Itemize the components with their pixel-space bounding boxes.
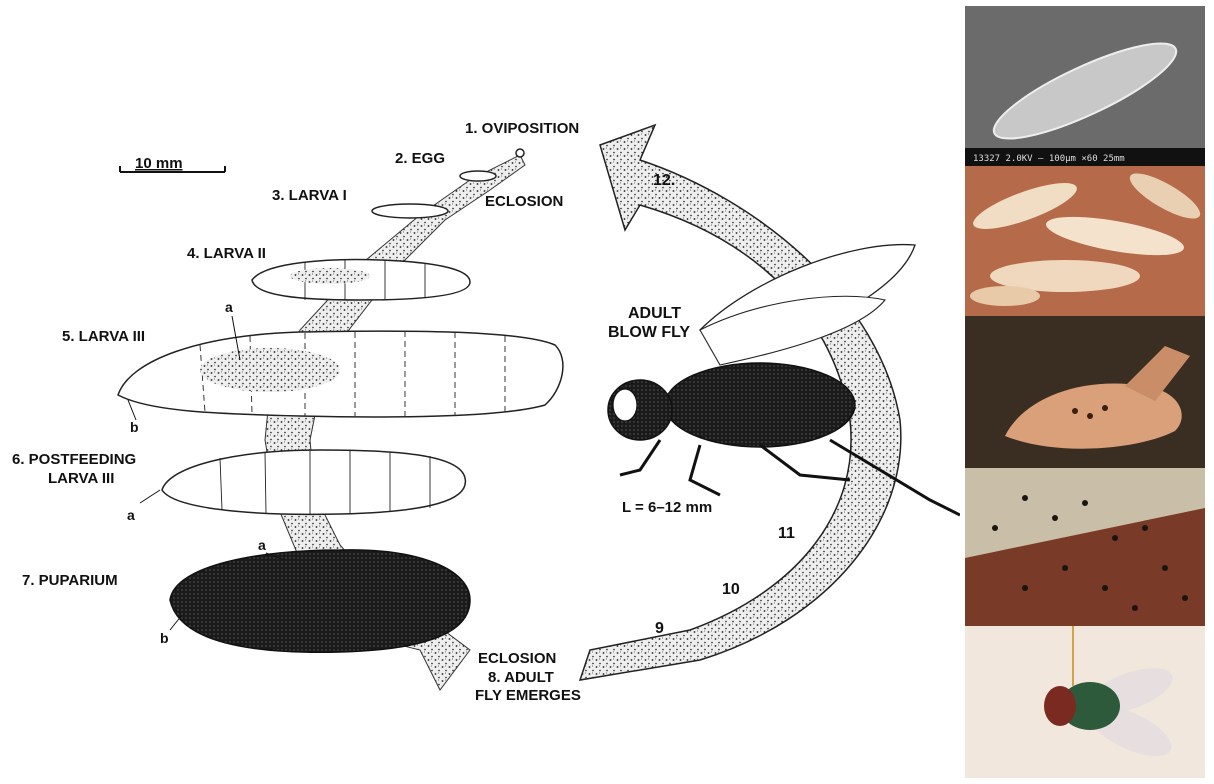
adult-blow-fly-illustration [608, 245, 960, 515]
adult-length-label: L = 6–12 mm [622, 499, 712, 516]
larva-3-label: 5. LARVA III [62, 328, 145, 345]
postfeeding-label-line2: LARVA III [48, 470, 114, 487]
life-cycle-diagram: 10 mm 1. OVIPOSITION 2. EGG ECLOSION 3. … [0, 0, 960, 784]
micrograph-caption: 13327 2.0KV — 100µm ×60 25mm [973, 154, 1125, 164]
larva-3-marker-b: b [130, 419, 139, 435]
photo-strip: 13327 2.0KV — 100µm ×60 25mm [965, 6, 1205, 778]
oviposition-label: 1. OVIPOSITION [465, 120, 579, 137]
green-blow-fly-photo [965, 626, 1205, 778]
adult-label-line2: BLOW FLY [608, 324, 690, 341]
larva-3-illustration [118, 331, 563, 417]
egg-illustration [460, 171, 496, 181]
puparium-marker-b: b [160, 630, 169, 646]
scale-bar-label: 10 mm [135, 155, 183, 172]
puparium-label: 7. PUPARIUM [22, 572, 118, 589]
egg-micrograph-photo: 13327 2.0KV — 100µm ×60 25mm [965, 6, 1205, 166]
eclosion-top-label: ECLOSION [485, 193, 563, 210]
scale-bar: 10 mm [120, 155, 225, 172]
hand-with-pupae-photo [965, 316, 1205, 468]
larva-3-marker-a: a [225, 299, 233, 315]
oviposition-egg-dot [516, 149, 524, 157]
larva-1-illustration [372, 204, 448, 218]
puparium-marker-a: a [258, 537, 266, 553]
arrow-number-10: 10 [722, 581, 740, 598]
maggots-photo [965, 166, 1205, 316]
arrow-number-12: 12. [653, 172, 675, 189]
egg-label: 2. EGG [395, 150, 445, 167]
eclosion-bottom-label: ECLOSION [478, 650, 556, 667]
arrow-number-9: 9 [655, 620, 664, 637]
larva-2-illustration [252, 260, 470, 300]
adult-label-line1: ADULT [628, 305, 681, 322]
puparium-illustration [170, 550, 470, 652]
adult-emerges-label-line2: FLY EMERGES [475, 687, 581, 704]
postfeeding-larva-illustration [162, 450, 465, 514]
postfeeding-marker-a: a [127, 507, 135, 523]
larva-2-label: 4. LARVA II [187, 245, 266, 262]
arrow-number-11: 11 [778, 525, 795, 542]
adult-emerges-label-line1: 8. ADULT [488, 669, 554, 686]
postfeeding-label-line1: 6. POSTFEEDING [12, 451, 136, 468]
flies-on-surface-photo [965, 468, 1205, 626]
larva-1-label: 3. LARVA I [272, 187, 347, 204]
